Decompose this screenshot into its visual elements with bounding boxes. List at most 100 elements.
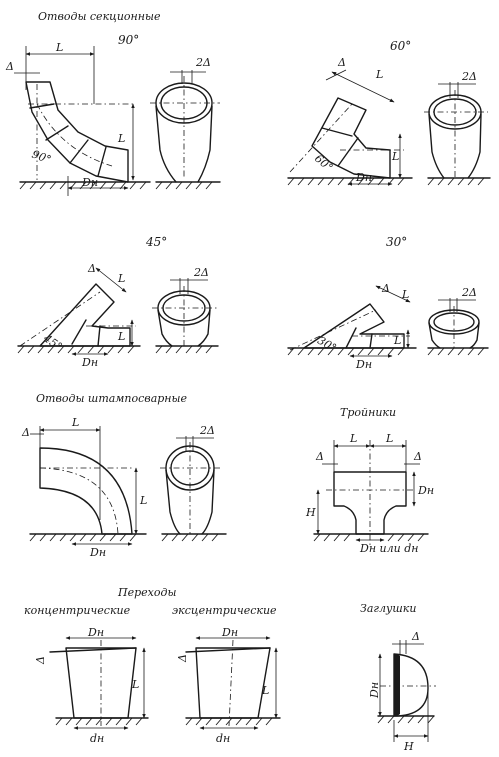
- reducer-concentric: Dн Δ L dн: [34, 626, 149, 745]
- pipe-body: [157, 309, 211, 347]
- sectional-bend-60-side-view: 2Δ: [424, 70, 491, 186]
- label-Dn: Dн: [417, 484, 434, 497]
- label-dn: dн: [216, 732, 230, 745]
- label-Dn: Dн: [89, 546, 106, 559]
- segment-seam: [71, 319, 87, 345]
- label-delta: Δ: [337, 56, 346, 69]
- label-dn: dн: [90, 732, 104, 745]
- ground-hatch: [377, 715, 435, 724]
- label-Dn-or-dn: Dн или dн: [359, 542, 419, 555]
- label-delta: Δ: [87, 262, 96, 275]
- title-stamped-welded-bends: Отводы штампосварные: [36, 392, 188, 405]
- title-reducers: Переходы: [117, 586, 176, 599]
- sectional-bend-90-side-view: 2Δ: [150, 56, 221, 190]
- label-L: L: [117, 272, 125, 285]
- title-sectional-bends: Отводы секционные: [38, 10, 161, 23]
- sectional-bend-45-side-view: 2Δ: [152, 266, 219, 354]
- title-caps: Заглушки: [360, 602, 416, 615]
- label-Dn: Dн: [355, 358, 372, 371]
- sectional-bend-30: 30° L Δ 30° L Dн: [287, 235, 417, 371]
- segment-seam: [369, 333, 373, 349]
- ground-hatch: [427, 177, 485, 186]
- segment-seam: [97, 146, 107, 177]
- bend-outline: [311, 97, 391, 179]
- stamped-welded-bend: Δ L L Dн: [21, 416, 147, 559]
- ground-hatch: [287, 177, 405, 186]
- label-2delta: 2Δ: [195, 56, 211, 69]
- subtitle-concentric: концентрические: [24, 604, 131, 617]
- segment-seam: [97, 325, 101, 347]
- subtitle-eccentric: эксцентрические: [172, 604, 277, 617]
- segment-seam: [321, 127, 353, 137]
- ground-hatch: [55, 717, 143, 726]
- bend-outline: [39, 447, 133, 535]
- centerline: [289, 309, 377, 351]
- centerline: [19, 291, 101, 347]
- label-L: L: [401, 288, 409, 301]
- dim-line-L: [95, 267, 127, 293]
- label-L: L: [375, 68, 383, 81]
- label-L: L: [117, 132, 125, 145]
- label-2delta: 2Δ: [461, 286, 477, 299]
- angle-inner-90: 90°: [30, 148, 53, 167]
- label-L: L: [391, 150, 399, 163]
- sectional-bend-90: 90° L Δ 90° L Dн: [5, 33, 151, 196]
- angle-label-60: 60°: [390, 39, 411, 53]
- label-Dn: Dн: [368, 682, 381, 699]
- angle-label-30: 30°: [386, 235, 407, 249]
- ground-hatch: [161, 533, 219, 542]
- bend-outline: [303, 303, 405, 349]
- label-Dn: Dн: [81, 356, 98, 369]
- ground-hatch: [155, 181, 213, 190]
- label-delta: Δ: [176, 654, 189, 663]
- label-L: L: [55, 41, 63, 54]
- cap-wall: [394, 654, 400, 716]
- ground-hatch: [185, 717, 273, 726]
- label-L: L: [349, 432, 357, 445]
- dim-line-delta: [49, 647, 137, 653]
- label-L: L: [131, 678, 139, 691]
- sectional-bend-60: 60° L Δ 60° L Dн: [287, 39, 413, 186]
- label-delta: Δ: [411, 630, 420, 643]
- cap-outline: [393, 653, 429, 717]
- label-delta: Δ: [5, 60, 14, 73]
- ground-hatch: [155, 345, 213, 354]
- label-L: L: [117, 330, 125, 343]
- label-delta: Δ: [315, 450, 324, 463]
- label-delta: Δ: [381, 282, 390, 295]
- dim-line-L: [375, 285, 411, 303]
- segment-seam: [29, 103, 55, 109]
- pipe-body: [155, 105, 213, 183]
- angle-label-45: 45°: [145, 235, 167, 249]
- label-H: H: [403, 740, 414, 753]
- ground-hatch: [287, 347, 405, 356]
- ground-hatch: [19, 181, 147, 190]
- stamped-welded-bend-side-view: 2Δ: [160, 424, 227, 542]
- centerline-arc: [39, 467, 119, 535]
- dim-line-delta: [185, 647, 271, 653]
- label-2delta: 2Δ: [461, 70, 477, 83]
- pipe-cap: Δ Dн H: [368, 630, 436, 753]
- ground-hatch: [427, 347, 485, 356]
- segment-seam: [45, 125, 69, 141]
- tee-fitting: L L Δ Δ Dн H Dн или dн: [305, 432, 434, 555]
- pipe-body: [165, 469, 215, 535]
- reducer-outline: [195, 647, 271, 719]
- ground-hatch: [313, 533, 425, 542]
- label-H: H: [305, 506, 316, 519]
- pipe-body: [428, 113, 482, 179]
- label-delta: Δ: [413, 450, 422, 463]
- angle-inner-60: 60°: [312, 152, 335, 174]
- segment-seam: [345, 327, 357, 349]
- label-2delta: 2Δ: [193, 266, 209, 279]
- label-2delta: 2Δ: [199, 424, 215, 437]
- label-L: L: [393, 334, 401, 347]
- sectional-bend-30-side-view: 2Δ: [427, 286, 489, 356]
- angle-label-90: 90°: [118, 33, 139, 47]
- label-delta: Δ: [34, 656, 47, 665]
- dim-line-delta: [325, 69, 347, 81]
- centerline: [228, 639, 234, 727]
- bend-outline: [25, 81, 129, 183]
- segment-seam: [337, 137, 359, 167]
